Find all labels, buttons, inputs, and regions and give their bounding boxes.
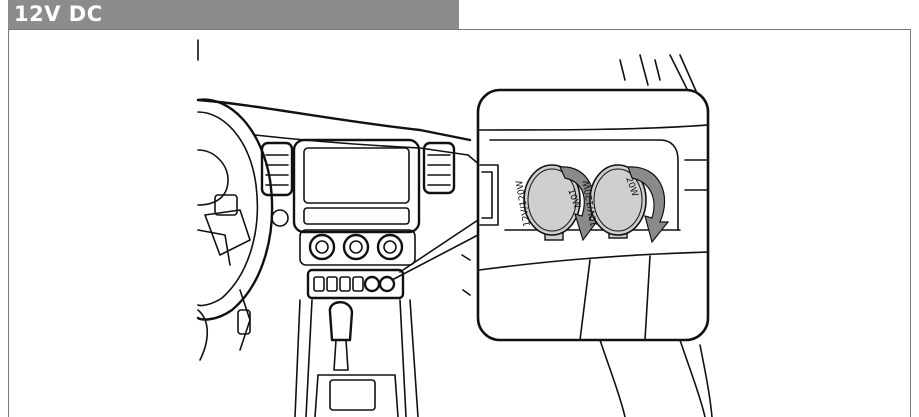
center-display — [294, 140, 419, 232]
power-outlet-left-icon — [365, 277, 379, 291]
gear-shifter-knob — [330, 302, 352, 340]
power-outlet-right-icon — [380, 277, 394, 291]
left-air-vent — [262, 143, 292, 195]
switch-panel — [308, 270, 403, 298]
dashboard-edge — [198, 100, 470, 140]
center-console — [198, 290, 418, 417]
zoom-inset: 10W 12V/120W 20W 12V/120W — [478, 90, 708, 340]
